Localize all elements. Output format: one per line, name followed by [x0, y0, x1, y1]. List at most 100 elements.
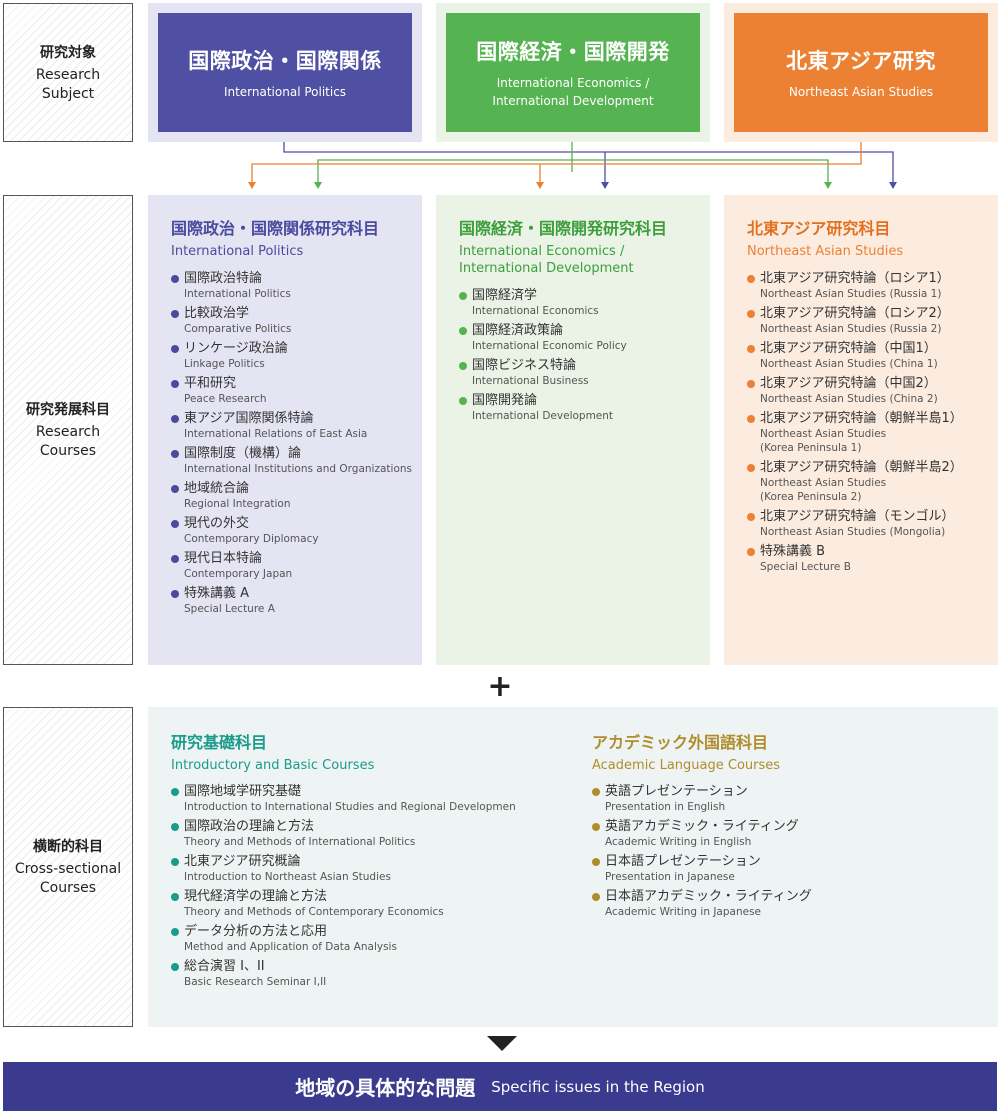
list-item: 総合演習 I、II Basic Research Seminar I,II — [171, 958, 591, 989]
cross-col-language: アカデミック外国語科目 Academic Language Courses 英語… — [592, 729, 982, 923]
list-item-en: Contemporary Japan — [184, 568, 293, 580]
list-item: 現代経済学の理論と方法 Theory and Methods of Contemp… — [171, 888, 591, 919]
connector-green — [317, 142, 829, 182]
list-item: 北東アジア研究特論（ロシア2）Northeast Asian Studies (… — [747, 305, 988, 336]
connector-orange — [251, 142, 862, 182]
list-item-jp: 現代日本特論 — [184, 551, 263, 566]
research-economics-title-en: International Economics / International … — [459, 243, 700, 277]
list-item-en: Linkage Politics — [184, 358, 265, 370]
label-research-courses: 研究発展科目 Research Courses — [3, 195, 133, 665]
list-item-en: Northeast Asian Studies (China 1) — [760, 358, 938, 370]
list-item-jp: 平和研究 — [184, 376, 237, 391]
bullet-dot-icon — [171, 310, 179, 318]
bullet-dot-icon — [171, 450, 179, 458]
list-item-jp: 総合演習 I、II — [184, 959, 265, 974]
list-item-en: Introduction to International Studies an… — [184, 801, 516, 813]
list-item: 北東アジア研究特論（中国1） Northeast Asian Studies (C… — [747, 340, 988, 371]
list-item-jp: 北東アジア研究特論（中国2） — [760, 376, 937, 391]
list-item-jp: 国際地域学研究基礎 — [184, 784, 302, 799]
bottom-banner-jp: 地域の具体的な問題 — [295, 1076, 476, 1100]
list-item-text: 北東アジア研究特論（中国2） Northeast Asian Studies (C… — [760, 375, 938, 406]
list-item-en: Regional Integration — [184, 498, 291, 510]
connector-purple — [283, 142, 894, 182]
list-item-en: Theory and Methods of Contemporary Econo… — [184, 906, 444, 918]
list-item-text: 北東アジア研究特論（中国1） Northeast Asian Studies (C… — [760, 340, 938, 371]
label-cross-sectional: 横断的科目 Cross-sectional Courses — [3, 707, 133, 1027]
list-item-en: Theory and Methods of International Poli… — [184, 836, 416, 848]
list-item-jp: 国際経済学 — [472, 288, 538, 303]
list-item-en: Introduction to Northeast Asian Studies — [184, 871, 391, 883]
list-item-en: Method and Application of Data Analysis — [184, 941, 397, 953]
label-research-subject-en: Research — [35, 66, 101, 83]
list-item-jp: 東アジア国際関係特論 — [184, 411, 314, 426]
subject-northeast-en: Northeast Asian Studies — [788, 84, 934, 99]
cross-col-basic: 研究基礎科目 Introductory and Basic Courses 国際… — [171, 729, 591, 993]
list-item-jp: 北東アジア研究特論（朝鮮半島2） — [760, 460, 963, 475]
list-item-en: Northeast Asian Studies (Russia 1) — [760, 288, 942, 300]
subject-economics-en-line1: International Economics / — [496, 75, 650, 90]
list-item-en: International Business — [472, 375, 589, 387]
cross-sectional-box: 研究基礎科目 Introductory and Basic Courses 国際… — [148, 707, 998, 1027]
list-item-jp: 現代の外交 — [184, 516, 250, 531]
list-item-text: データ分析の方法と応用 Method and Application of Dat… — [184, 923, 397, 954]
subject-box-politics-inner: 国際政治・国際関係 International Politics — [158, 13, 412, 132]
research-politics-title-en: International Politics — [171, 244, 304, 259]
list-item: 北東アジア研究特論（モンゴル） Northeast Asian Studies (… — [747, 508, 988, 539]
research-northeast-list: 北東アジア研究特論（ロシア1） Northeast Asian Studies (… — [747, 270, 988, 574]
list-item-en: International Development — [472, 410, 614, 422]
bullet-dot-icon — [171, 823, 179, 831]
list-item-jp: 特殊講義 A — [184, 586, 250, 601]
bullet-dot-icon — [171, 380, 179, 388]
list-item-jp: 国際制度（機構）論 — [184, 446, 302, 461]
list-item-jp: 特殊講義 B — [760, 544, 826, 559]
bullet-dot-icon — [592, 788, 600, 796]
list-item: 特殊講義 A Special Lecture A — [171, 585, 412, 616]
list-item-jp: 北東アジア研究特論（中国1） — [760, 341, 937, 356]
list-item-en: Special Lecture A — [184, 603, 275, 615]
subject-politics-en: International Politics — [223, 84, 347, 99]
cross-language-title-en: Academic Language Courses — [592, 758, 781, 773]
cross-language-title-jp: アカデミック外国語科目 — [592, 733, 769, 752]
research-col-economics: 国際経済・国際開発研究科目 International Economics / … — [436, 195, 710, 665]
label-research-subject-jp: 研究対象 — [40, 44, 96, 61]
list-item-jp: 現代経済学の理論と方法 — [184, 889, 328, 904]
list-item-jp: 北東アジア研究特論（モンゴル） — [760, 509, 955, 524]
list-item-en: Northeast Asian Studies (China 2) — [760, 393, 938, 405]
list-item-jp: 北東アジア研究特論（ロシア1） — [760, 271, 950, 286]
list-item: データ分析の方法と応用 Method and Application of Dat… — [171, 923, 591, 954]
list-item-text: 特殊講義 A Special Lecture A — [184, 585, 275, 616]
list-item-text: 北東アジア研究特論（モンゴル） Northeast Asian Studies (… — [760, 508, 954, 539]
list-item-en: Northeast Asian Studies (Mongolia) — [760, 526, 946, 538]
list-item-text: 北東アジア研究特論（ロシア2）Northeast Asian Studies (… — [760, 305, 950, 336]
bullet-dot-icon — [747, 380, 755, 388]
list-item-jp: データ分析の方法と応用 — [184, 924, 328, 939]
list-item-en: Basic Research Seminar I,II — [184, 976, 327, 988]
research-economics-title-en-line2: International Development — [459, 261, 634, 276]
research-economics-title-jp: 国際経済・国際開発研究科目 — [459, 219, 668, 238]
bullet-dot-icon — [459, 362, 467, 370]
